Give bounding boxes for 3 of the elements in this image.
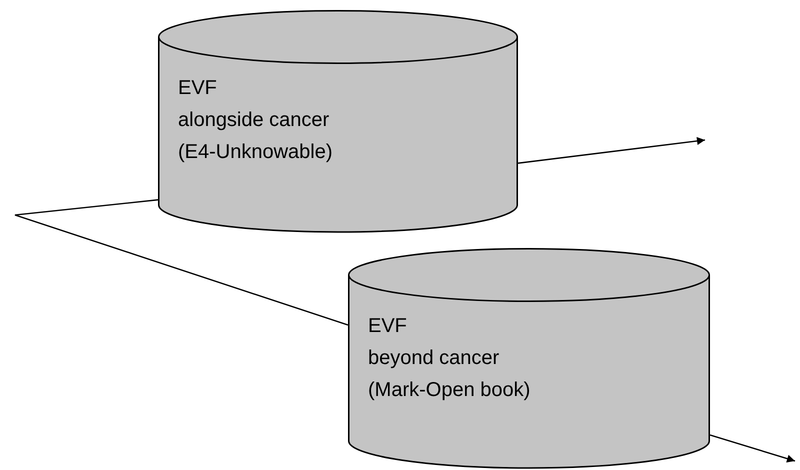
arrow: [710, 434, 796, 462]
connector-line: [14, 199, 348, 326]
arrow: [518, 137, 706, 164]
